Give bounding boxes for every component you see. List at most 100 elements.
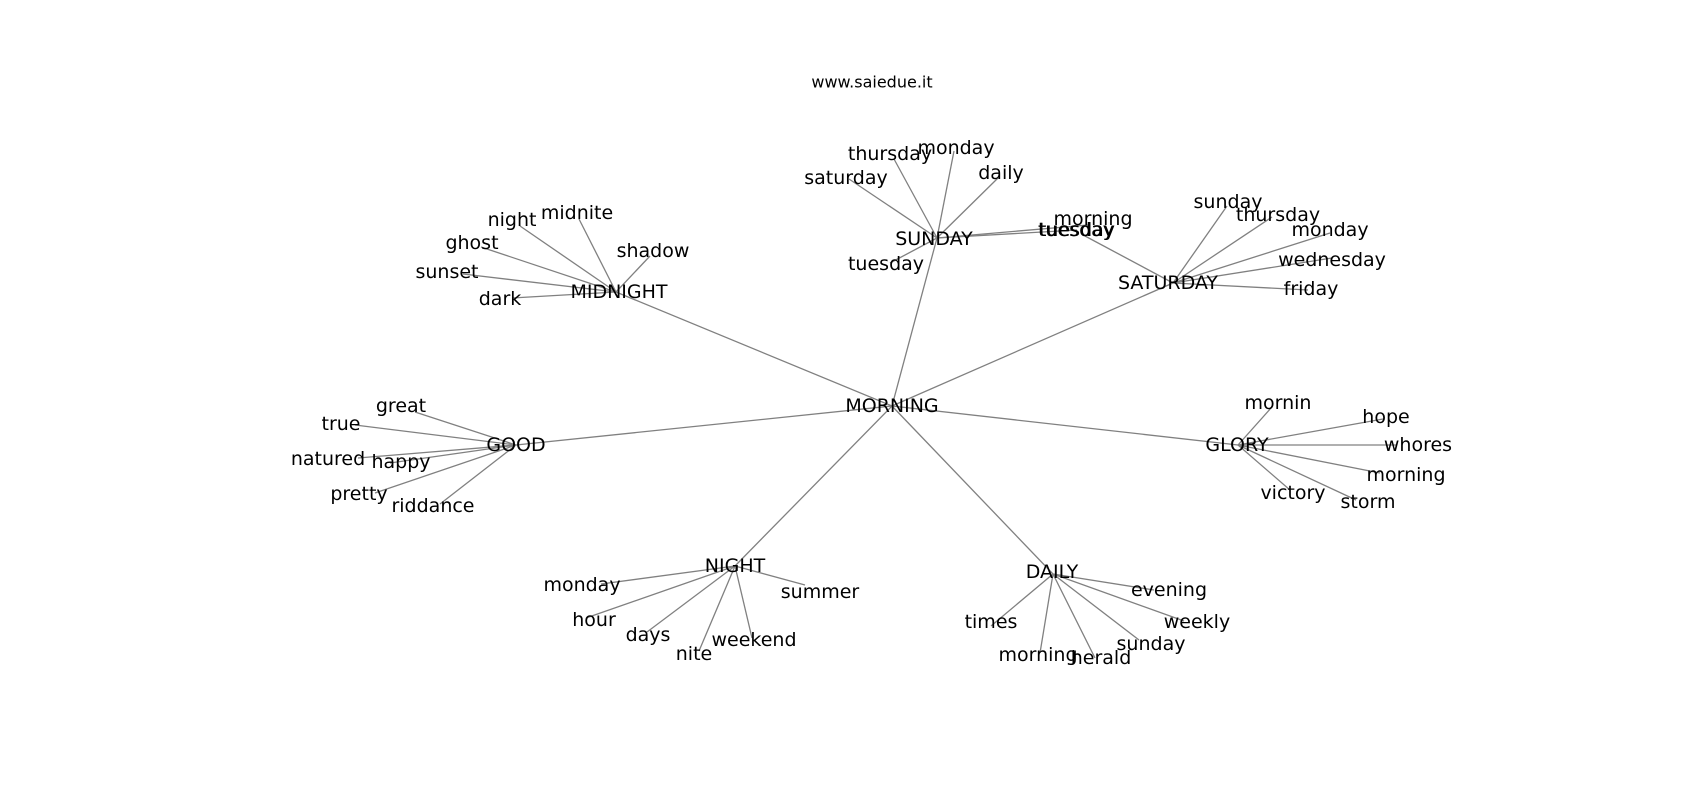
edge-saturday-tuesday xyxy=(1084,235,1174,284)
edge-daily-herald xyxy=(1052,573,1096,659)
leaf-node-sunday-thursday: thursday xyxy=(848,143,932,165)
leaf-node-good-great: great xyxy=(376,395,426,417)
edge-good-pretty xyxy=(374,444,517,494)
leaf-node-saturday-tuesday: tuesday xyxy=(1039,219,1115,241)
edge-sunday-daily xyxy=(936,177,999,239)
leaf-node-midnight-dark: dark xyxy=(479,288,522,310)
leaf-node-night-summer: summer xyxy=(781,581,860,603)
leaf-node-good-natured: natured xyxy=(291,448,365,470)
leaf-node-saturday-thursday: thursday xyxy=(1236,204,1320,226)
edge-root-midnight xyxy=(615,291,893,407)
edge-daily-weekly xyxy=(1052,573,1185,622)
edges xyxy=(354,150,1396,659)
edge-daily-morning xyxy=(1039,573,1054,654)
leaf-node-night-days: days xyxy=(626,624,671,646)
edge-root-glory xyxy=(891,405,1239,446)
leaf-node-midnight-shadow: shadow xyxy=(617,240,690,262)
edge-night-days xyxy=(646,565,736,633)
edge-good-great xyxy=(414,411,517,446)
edge-midnight-sunset xyxy=(462,273,617,293)
edge-root-saturday xyxy=(891,282,1174,407)
edge-glory-morning xyxy=(1237,444,1381,474)
edge-night-monday xyxy=(600,565,736,585)
site-caption: www.saiedue.it xyxy=(811,73,932,92)
leaf-node-daily-weekly: weekly xyxy=(1164,611,1230,633)
edge-night-nite xyxy=(698,565,736,652)
edge-glory-mornin xyxy=(1237,407,1272,446)
root-node-label: MORNING xyxy=(845,395,938,417)
leaf-node-daily-herald: herald xyxy=(1071,647,1132,669)
edge-sunday-tuesday xyxy=(889,237,938,264)
edge-night-summer xyxy=(734,565,806,586)
leaf-node-midnight-sunset: sunset xyxy=(415,261,478,283)
leaf-node-glory-whores: whores xyxy=(1384,434,1452,456)
leaf-node-midnight-night: night xyxy=(488,209,537,231)
edge-saturday-friday xyxy=(1172,282,1309,291)
edge-sunday-tuesday xyxy=(936,229,1078,239)
leaf-node-night-nite: nite xyxy=(676,643,712,665)
leaf-node-saturday-wednesday: wednesday xyxy=(1278,249,1386,271)
edge-midnight-ghost xyxy=(480,246,617,293)
leaf-node-daily-evening: evening xyxy=(1131,579,1207,601)
leaf-node-good-happy: happy xyxy=(371,451,430,473)
leaf-node-daily-times: times xyxy=(965,611,1018,633)
hub-node-glory: GLORY xyxy=(1205,434,1269,456)
leaf-node-sunday-morning: morning xyxy=(1053,208,1132,230)
leaf-node-night-weekend: weekend xyxy=(711,629,796,651)
leaf-node-glory-morning: morning xyxy=(1366,464,1445,486)
edge-daily-evening xyxy=(1052,573,1155,591)
edge-midnight-dark xyxy=(511,291,617,299)
edge-good-happy xyxy=(389,444,517,464)
labels: www.saiedue.it MORNINGSUNDAYthursdaymond… xyxy=(291,73,1452,670)
edge-daily-sunday xyxy=(1052,573,1140,641)
leaf-node-glory-hope: hope xyxy=(1362,406,1409,428)
hub-node-night: NIGHT xyxy=(705,555,766,577)
leaf-node-saturday-sunday: sunday xyxy=(1194,191,1263,213)
edge-sunday-morning xyxy=(936,224,1089,239)
leaf-node-good-pretty: pretty xyxy=(330,483,387,505)
hub-node-sunday: SUNDAY xyxy=(895,228,973,250)
edge-root-sunday xyxy=(891,237,938,407)
hub-node-saturday: SATURDAY xyxy=(1118,272,1218,294)
leaf-node-good-true: true xyxy=(322,413,361,435)
leaf-node-glory-storm: storm xyxy=(1341,491,1396,513)
edge-saturday-wednesday xyxy=(1172,257,1333,284)
hub-node-daily: DAILY xyxy=(1026,561,1079,583)
leaf-node-daily-sunday: sunday xyxy=(1117,633,1186,655)
edge-midnight-shadow xyxy=(615,255,651,293)
edge-root-night xyxy=(734,405,893,567)
edge-midnight-night xyxy=(519,225,617,293)
leaf-node-sunday-saturday: saturday xyxy=(804,167,887,189)
edge-daily-times xyxy=(990,573,1054,627)
edge-glory-storm xyxy=(1237,444,1357,501)
edge-saturday-thursday xyxy=(1172,216,1273,284)
leaf-node-glory-victory: victory xyxy=(1260,482,1325,504)
leaf-node-sunday-tuesday: tuesday xyxy=(1038,219,1114,241)
edge-good-natured xyxy=(357,444,517,459)
edge-glory-victory xyxy=(1237,444,1291,491)
hub-node-good: GOOD xyxy=(486,434,545,456)
hub-node-midnight: MIDNIGHT xyxy=(570,281,667,303)
leaf-node-sunday-tuesday: tuesday xyxy=(848,253,924,275)
leaf-node-sunday-daily: daily xyxy=(978,162,1024,184)
edge-sunday-saturday xyxy=(848,178,938,239)
leaf-node-saturday-friday: friday xyxy=(1284,278,1339,300)
leaf-node-night-monday: monday xyxy=(543,574,620,596)
leaf-node-midnight-ghost: ghost xyxy=(445,232,498,254)
leaf-node-midnight-midnite: midnite xyxy=(541,202,613,224)
leaf-node-sunday-monday: monday xyxy=(917,137,994,159)
edge-root-daily xyxy=(891,405,1054,575)
leaf-node-saturday-monday: monday xyxy=(1291,219,1368,241)
edge-good-riddance xyxy=(439,444,517,505)
edge-night-hour xyxy=(585,565,736,619)
edge-saturday-monday xyxy=(1172,232,1331,284)
leaf-node-daily-morning: morning xyxy=(998,644,1077,666)
edge-midnight-midnite xyxy=(578,218,617,293)
leaf-node-night-hour: hour xyxy=(572,609,616,631)
edge-good-true xyxy=(354,424,517,446)
leaf-node-good-riddance: riddance xyxy=(391,495,474,517)
edge-night-weekend xyxy=(734,565,753,639)
leaf-node-glory-mornin: mornin xyxy=(1245,392,1312,414)
edge-root-good xyxy=(515,405,893,446)
